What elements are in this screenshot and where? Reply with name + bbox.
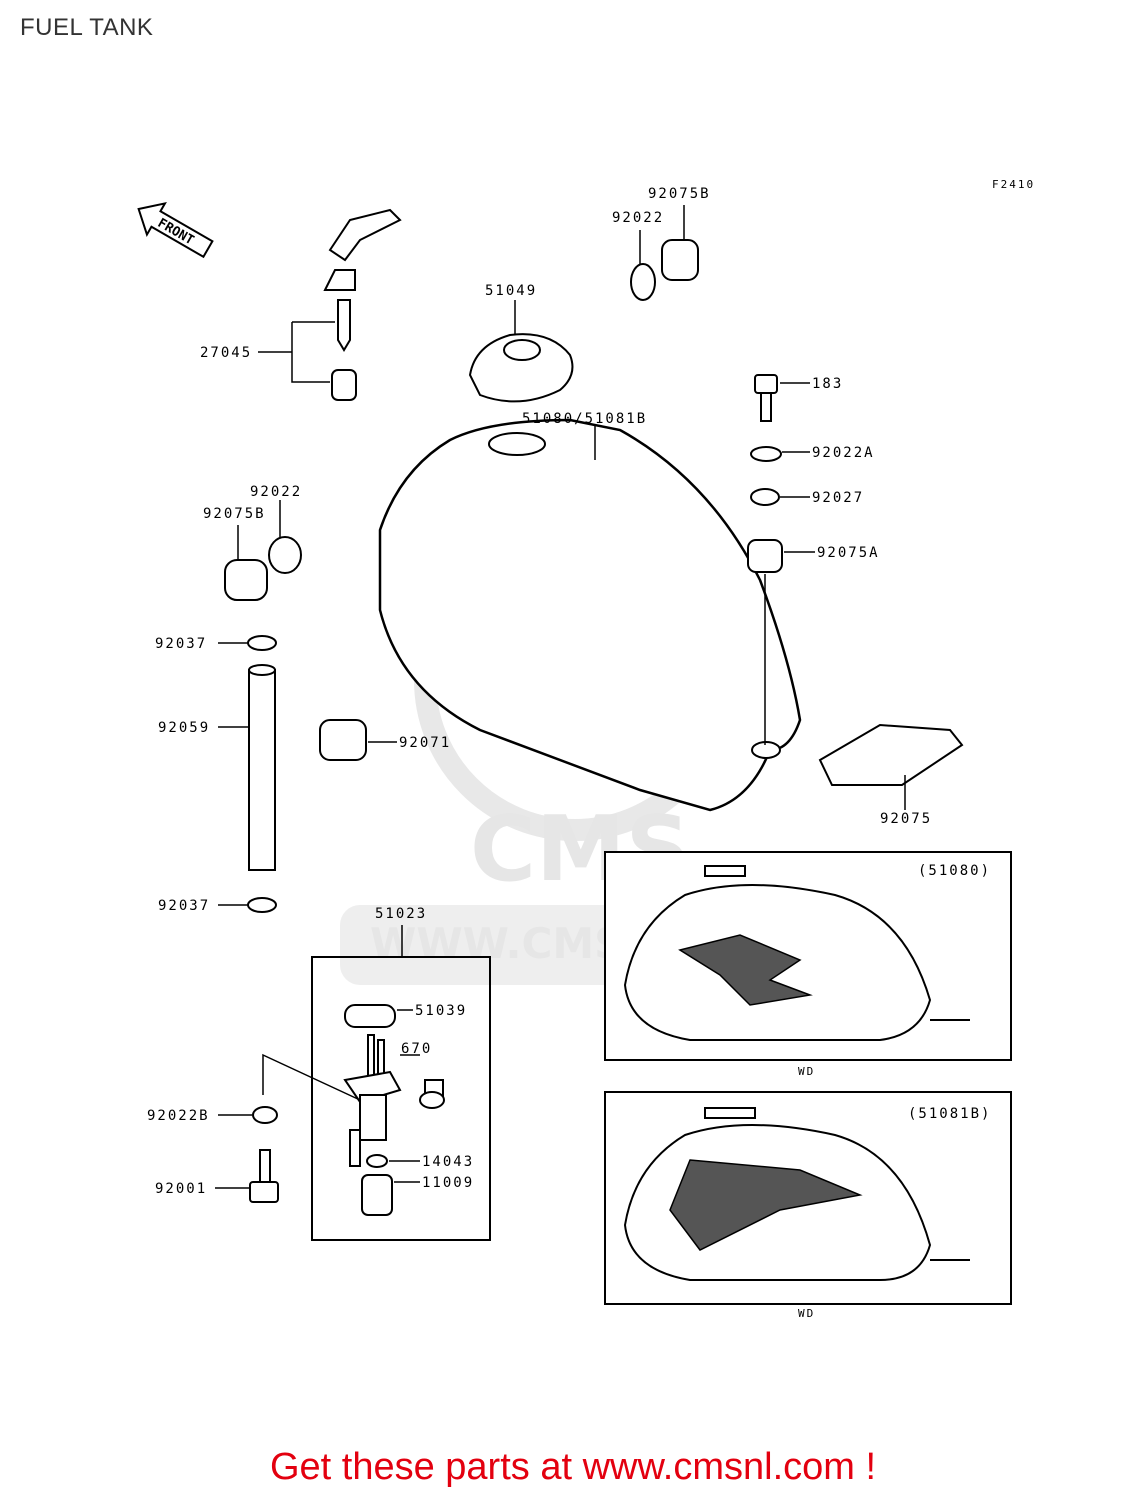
part-label: 183 [812, 376, 843, 392]
rubber-damper-icon [224, 559, 268, 601]
page-title: FUEL TANK [20, 14, 154, 41]
tank-pad-icon [818, 723, 964, 786]
front-arrow-icon: FRONT [137, 201, 214, 259]
part-label: 92022A [812, 445, 875, 461]
washer-icon [252, 1106, 278, 1124]
part-label: 14043 [422, 1154, 474, 1170]
part-label: 92075A [817, 545, 880, 561]
part-label: 92037 [158, 898, 210, 914]
washer-icon [750, 446, 782, 462]
collar-icon [750, 488, 780, 506]
washer-icon [630, 263, 656, 301]
decal-icon [669, 1159, 863, 1251]
part-label: 92001 [155, 1181, 207, 1197]
clamp-icon [247, 635, 277, 651]
mount-hole-icon [751, 741, 781, 759]
grommet-icon [319, 719, 367, 761]
part-label: 92075B [648, 186, 711, 202]
part-label: 51049 [485, 283, 537, 299]
fuel-cock-assembly-box [311, 956, 491, 1241]
valve-lever-icon [419, 1079, 445, 1109]
figure-code: F2410 [992, 178, 1035, 191]
inset-label: (51081B) [908, 1106, 991, 1122]
screw-icon [249, 1149, 279, 1203]
part-label: 92059 [158, 720, 210, 736]
inset-caption: WD [798, 1307, 815, 1320]
part-label: 92022B [147, 1108, 210, 1124]
rubber-damper-icon [661, 239, 699, 281]
fuel-cap-icon [468, 333, 574, 403]
part-label: 92022 [612, 210, 664, 226]
part-label: 92037 [155, 636, 207, 652]
fuel-cock-icon [343, 1034, 402, 1167]
bolt-icon [754, 374, 778, 422]
part-label: 11009 [422, 1175, 474, 1191]
washer-icon [268, 536, 302, 574]
fuel-hose-icon [248, 669, 276, 871]
part-label: 51023 [375, 906, 427, 922]
part-label: 51080/51081B [522, 411, 647, 427]
filler-neck-icon [488, 432, 546, 456]
clamp-icon [247, 897, 277, 913]
filter-cup-icon [361, 1174, 393, 1216]
part-label: 27045 [200, 345, 252, 361]
part-label: 92027 [812, 490, 864, 506]
rubber-damper-icon [747, 539, 783, 573]
part-label: 51039 [415, 1003, 467, 1019]
part-label: 670 [401, 1041, 432, 1057]
part-label: 92075B [203, 506, 266, 522]
part-label: 92071 [399, 735, 451, 751]
gasket-icon [344, 1004, 396, 1028]
o-ring-icon [366, 1154, 388, 1168]
inset-label: (51080) [918, 863, 991, 879]
decal-icon [678, 934, 813, 1006]
inset-caption: WD [798, 1065, 815, 1078]
fuel-tank-icon [378, 418, 802, 812]
ignition-key-icon [323, 208, 402, 401]
part-label: 92075 [880, 811, 932, 827]
part-label: 92022 [250, 484, 302, 500]
promo-link[interactable]: Get these parts at www.cmsnl.com ! [269, 1446, 877, 1488]
